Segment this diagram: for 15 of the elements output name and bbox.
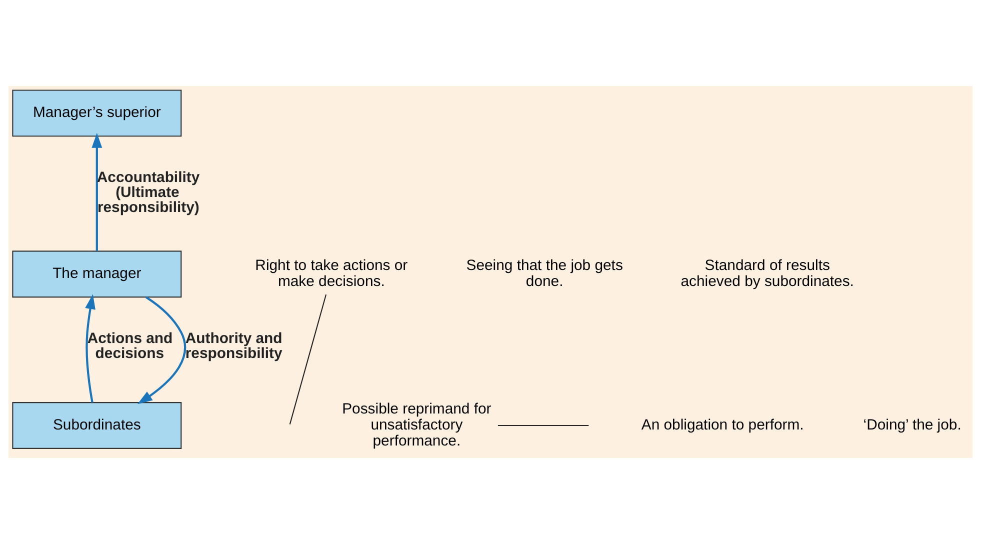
connector (498, 424, 589, 426)
node-box: Subordinates (12, 402, 182, 448)
label: An obligation to perform. (641, 416, 804, 433)
arrow (92, 132, 102, 250)
label: Standard of results achieved by subordinates. (680, 256, 854, 290)
node-box: Manager’s superior (12, 89, 182, 136)
arrow (137, 296, 186, 404)
node-box: The manager (12, 250, 182, 298)
label: Seeing that the job gets done. (466, 256, 623, 290)
node-text: Possible reprimand for unsatisfactory performance. (342, 400, 492, 449)
connector (289, 294, 327, 424)
arrow (85, 294, 96, 402)
label: ‘Doing’ the job. (863, 416, 962, 433)
edge-label: Authority and responsibility (185, 330, 282, 362)
node-text: Right to take actions or make decisions. (255, 256, 408, 290)
